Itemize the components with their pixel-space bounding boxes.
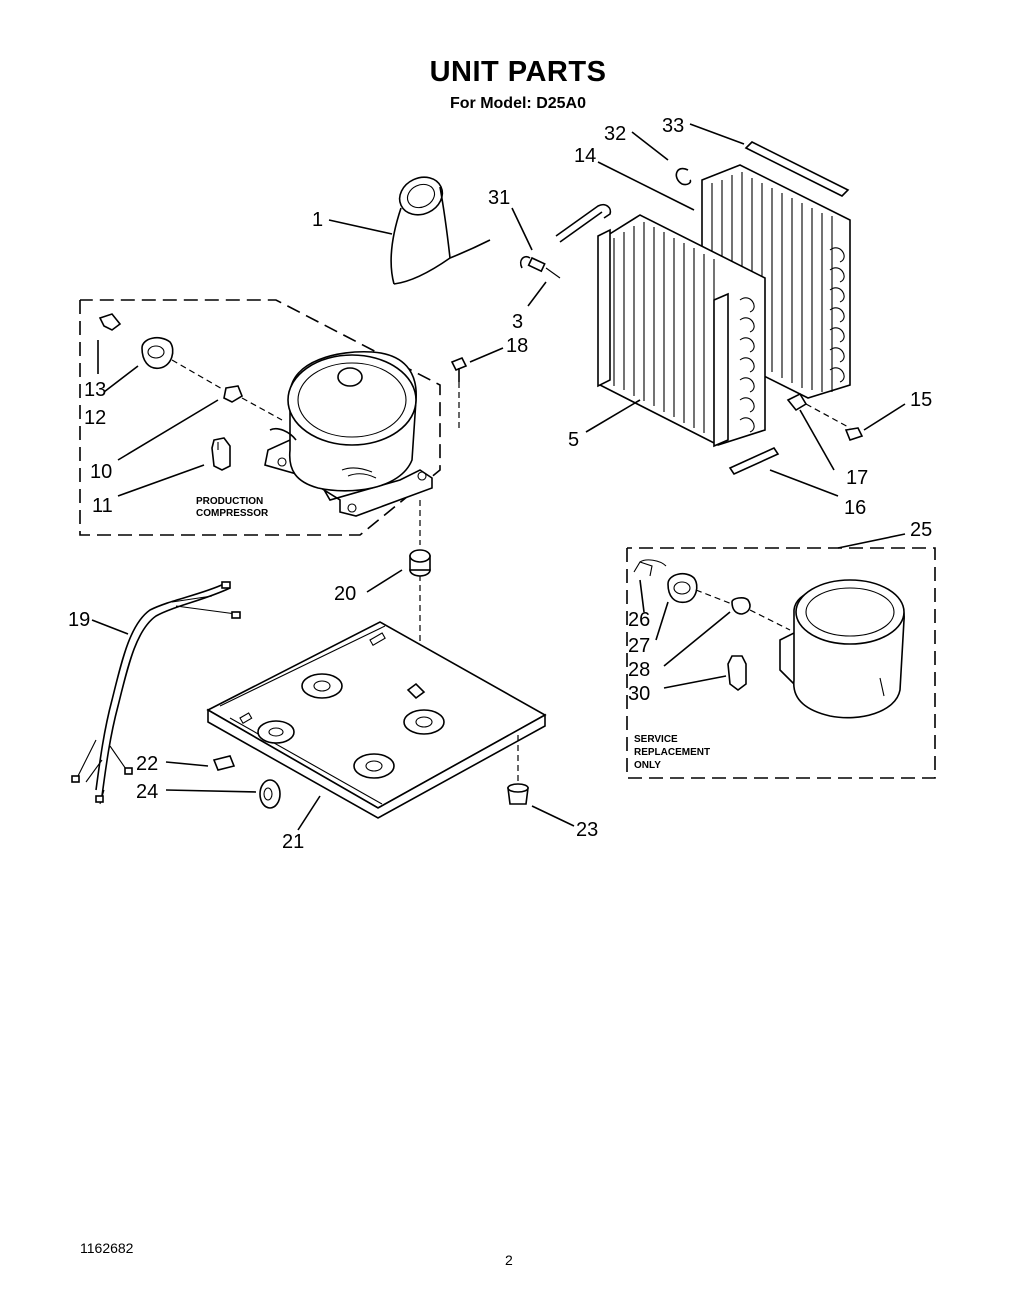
part-22-spacer: [212, 755, 236, 771]
callout-33: 33: [662, 115, 684, 137]
callout-22: 22: [136, 753, 158, 775]
callout-21: 21: [282, 831, 304, 853]
callout-19: 19: [68, 609, 90, 631]
callout-23: 23: [576, 819, 598, 841]
callout-15: 15: [910, 389, 932, 411]
callout-20: 20: [334, 583, 356, 605]
part-3-31-fitting: [519, 255, 561, 279]
part-24-grommet: [259, 779, 281, 809]
production-label-line1: PRODUCTION: [196, 496, 263, 507]
callout-25: 25: [910, 519, 932, 541]
production-compressor: [264, 350, 433, 517]
part-33-gasket: [744, 141, 850, 197]
part-17-bracket: [786, 392, 851, 429]
part-23-foot: [507, 735, 529, 805]
callout-1: 1: [312, 209, 323, 231]
callout-14: 14: [574, 145, 596, 167]
callout-11: 11: [92, 495, 113, 517]
callout-5: 5: [568, 429, 579, 451]
callout-24: 24: [136, 781, 158, 803]
callout-26: 26: [628, 609, 650, 631]
service-label-line1: SERVICE: [634, 734, 678, 745]
model-subtitle: For Model: D25A0: [449, 95, 586, 112]
part-21-base-pan: [206, 621, 547, 819]
part-19-harness: [71, 581, 241, 805]
page-title: UNIT PARTS: [429, 56, 607, 88]
service-label-line2: REPLACEMENT: [634, 747, 710, 758]
part-15-screw: [844, 427, 864, 441]
service-replacement-box: SERVICE REPLACEMENT ONLY: [626, 547, 936, 779]
service-label-line3: ONLY: [634, 760, 661, 771]
coil-assembly: [555, 164, 851, 448]
callout-30: 30: [628, 683, 650, 705]
page-number: 2: [505, 1252, 513, 1268]
callout-3: 3: [512, 311, 523, 333]
leader-lines: [91, 123, 906, 831]
callout-labels: 1 3 5 10 11 12 13 14 15 16 17 18 19 20 2…: [68, 115, 932, 853]
doc-number: 1162682: [80, 1240, 134, 1256]
service-compressor-small-parts: [633, 559, 791, 691]
service-compressor: [779, 579, 905, 719]
callout-18: 18: [506, 335, 528, 357]
production-compressor-box: PRODUCTION COMPRESSOR: [79, 299, 441, 536]
callout-28: 28: [628, 659, 650, 681]
callout-17: 17: [846, 467, 868, 489]
callout-31: 31: [488, 187, 510, 209]
callout-32: 32: [604, 123, 626, 145]
production-compressor-small-parts: [98, 313, 283, 471]
part-1-duct: [390, 176, 491, 285]
part-16-gasket: [728, 446, 780, 476]
callout-27: 27: [628, 635, 650, 657]
production-label-line2: COMPRESSOR: [196, 508, 269, 519]
part-20-grommet: [409, 549, 431, 577]
callout-12: 12: [84, 407, 106, 429]
callout-10: 10: [90, 461, 112, 483]
part-32-clip: [675, 167, 692, 186]
part-18-screw: [419, 356, 468, 690]
callout-16: 16: [844, 497, 866, 519]
callout-13: 13: [84, 379, 106, 401]
